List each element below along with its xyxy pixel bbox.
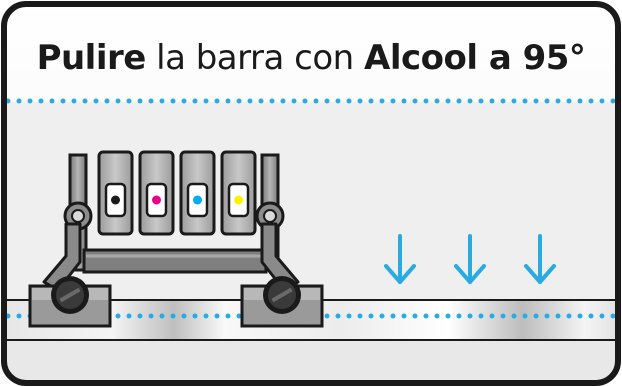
- ink-cartridge-yellow: [220, 150, 257, 236]
- arrow-down-icon: [454, 234, 486, 284]
- arrow-down-icon: [524, 234, 556, 284]
- ink-cartridge-cyan: [179, 150, 216, 236]
- left-clamp: [28, 276, 112, 328]
- instruction-substance: Alcool a 95°: [364, 38, 586, 78]
- arrow-down-icon: [384, 234, 416, 284]
- ink-cartridge-magenta: [138, 150, 175, 236]
- instruction-verb: Pulire: [36, 38, 147, 78]
- ink-cartridge-black: [97, 150, 134, 236]
- instruction-middle: la barra con: [145, 38, 364, 78]
- right-clamp: [240, 276, 324, 328]
- instruction-title: Pulire la barra con Alcool a 95°: [0, 38, 622, 78]
- print-carriage: [28, 150, 324, 328]
